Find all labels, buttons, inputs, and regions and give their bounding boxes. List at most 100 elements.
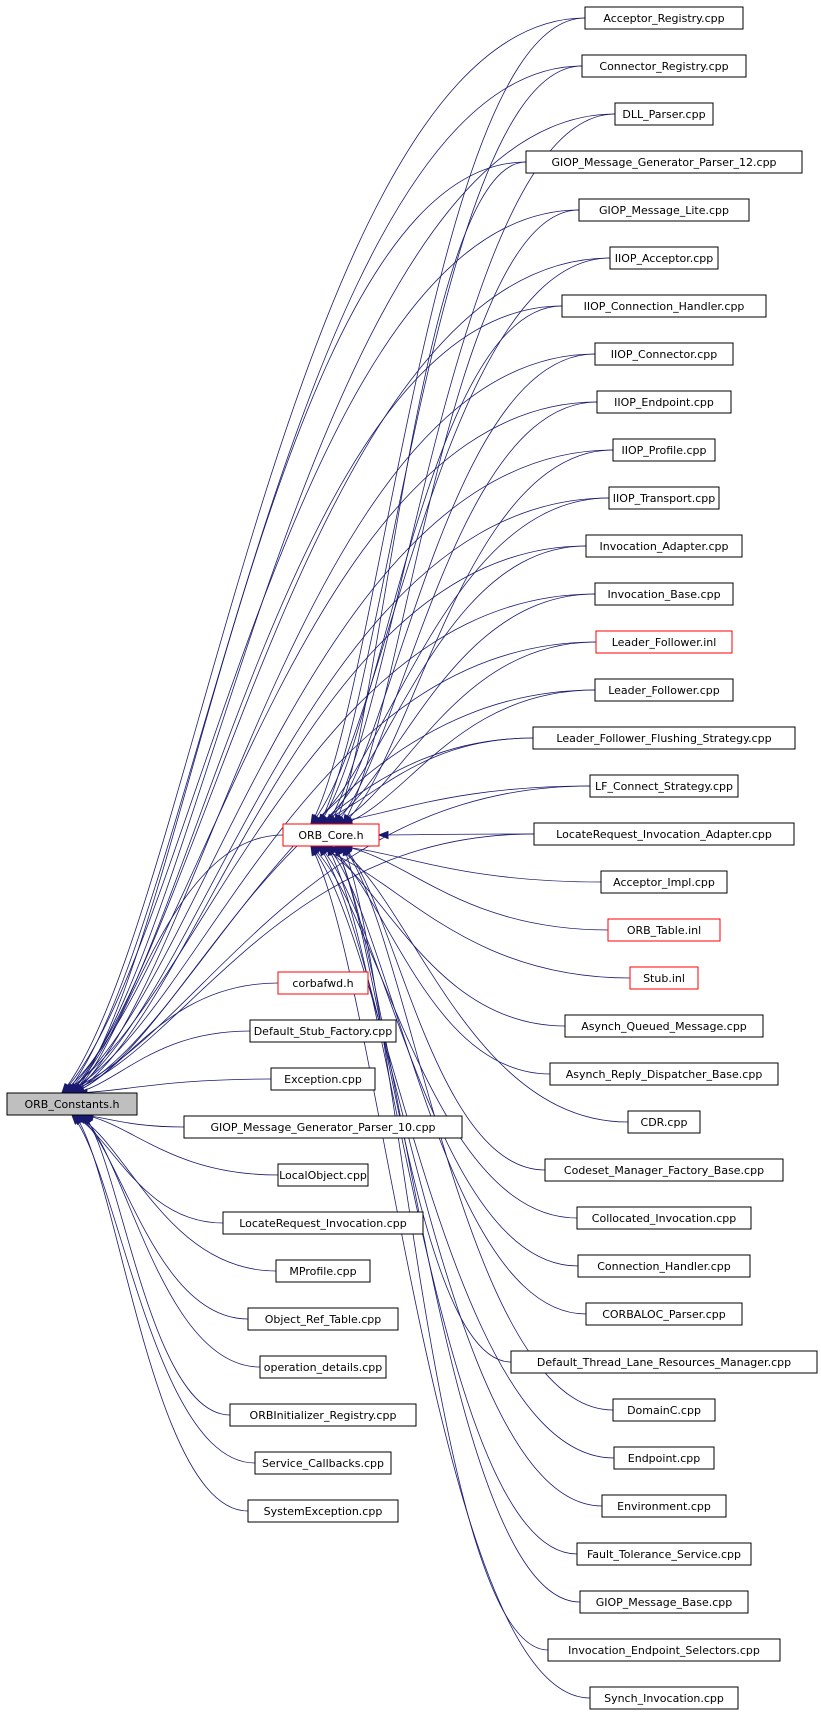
node-iiop-transport-cpp[interactable]: IIOP_Transport.cpp xyxy=(608,486,720,510)
node-label: IIOP_Endpoint.cpp xyxy=(614,396,714,409)
node-label: LF_Connect_Strategy.cpp xyxy=(595,780,733,793)
edge-root-giop-message-generator-parser-10-cpp xyxy=(80,1114,185,1128)
node-stub-inl[interactable]: Stub.inl xyxy=(629,966,699,990)
node-orb-constants-h[interactable]: ORB_Constants.h xyxy=(6,1092,138,1116)
node-collocated-invocation-cpp[interactable]: Collocated_Invocation.cpp xyxy=(576,1206,752,1230)
edge-core-invocation-adapter-cpp xyxy=(318,545,587,825)
node-corbaloc-parser-cpp[interactable]: CORBALOC_Parser.cpp xyxy=(585,1302,743,1326)
node-synch-invocation-cpp[interactable]: Synch_Invocation.cpp xyxy=(589,1686,739,1710)
node-endpoint-cpp[interactable]: Endpoint.cpp xyxy=(613,1446,715,1470)
edge-root-orbinitializer-registry-cpp-arrowhead xyxy=(83,1113,94,1126)
node-label: Invocation_Base.cpp xyxy=(607,588,720,601)
edge-core-locaterequest-invocation-adapter-cpp xyxy=(378,833,535,836)
node-object-ref-table-cpp[interactable]: Object_Ref_Table.cpp xyxy=(247,1307,399,1331)
node-locaterequest-invocation-cpp[interactable]: LocateRequest_Invocation.cpp xyxy=(222,1211,424,1235)
node-asynch-reply-dispatcher-base-cpp[interactable]: Asynch_Reply_Dispatcher_Base.cpp xyxy=(549,1062,779,1086)
node-default-thread-lane-resources-manager-cpp[interactable]: Default_Thread_Lane_Resources_Manager.cp… xyxy=(510,1350,818,1374)
node-label: IIOP_Connection_Handler.cpp xyxy=(584,300,745,313)
node-mprofile-cpp[interactable]: MProfile.cpp xyxy=(275,1259,371,1283)
node-cdr-cpp[interactable]: CDR.cpp xyxy=(627,1110,701,1134)
node-iiop-profile-cpp[interactable]: IIOP_Profile.cpp xyxy=(612,438,716,462)
node-invocation-adapter-cpp[interactable]: Invocation_Adapter.cpp xyxy=(585,534,743,558)
node-service-callbacks-cpp[interactable]: Service_Callbacks.cpp xyxy=(254,1451,392,1475)
node-leader-follower-inl[interactable]: Leader_Follower.inl xyxy=(595,630,733,654)
node-box xyxy=(613,1446,715,1470)
node-label: MProfile.cpp xyxy=(289,1265,356,1278)
node-systemexception-cpp[interactable]: SystemException.cpp xyxy=(247,1499,399,1523)
edge-root-iiop-connection-handler-cpp xyxy=(69,305,563,1094)
node-box xyxy=(594,678,734,702)
node-connection-handler-cpp[interactable]: Connection_Handler.cpp xyxy=(577,1254,751,1278)
edge-core-synch-invocation-cpp-arrowhead xyxy=(310,844,320,857)
node-asynch-queued-message-cpp[interactable]: Asynch_Queued_Message.cpp xyxy=(564,1014,764,1038)
node-environment-cpp[interactable]: Environment.cpp xyxy=(601,1494,727,1518)
edge-core-iiop-endpoint-cpp xyxy=(334,401,598,825)
node-giop-message-base-cpp[interactable]: GIOP_Message_Base.cpp xyxy=(579,1590,749,1614)
node-box xyxy=(579,1590,749,1614)
node-iiop-endpoint-cpp[interactable]: IIOP_Endpoint.cpp xyxy=(596,390,732,414)
node-invocation-endpoint-selectors-cpp[interactable]: Invocation_Endpoint_Selectors.cpp xyxy=(547,1638,781,1662)
edge-core-iiop-profile-cpp xyxy=(342,449,614,825)
node-box xyxy=(547,1638,781,1662)
node-iiop-connector-cpp[interactable]: IIOP_Connector.cpp xyxy=(594,342,734,366)
node-label: DLL_Parser.cpp xyxy=(622,108,705,121)
edge-root-mprofile-cpp xyxy=(74,1114,277,1272)
graph-edges xyxy=(60,17,631,1699)
node-iiop-acceptor-cpp[interactable]: IIOP_Acceptor.cpp xyxy=(609,246,719,270)
node-connector-registry-cpp[interactable]: Connector_Registry.cpp xyxy=(581,54,747,78)
node-box xyxy=(561,294,767,318)
edge-root-giop-message-generator-parser-12-cpp xyxy=(73,161,527,1094)
node-default-stub-factory-cpp[interactable]: Default_Stub_Factory.cpp xyxy=(249,1019,397,1043)
edge-root-iiop-transport-cpp xyxy=(69,497,610,1094)
node-label: Leader_Follower.inl xyxy=(612,636,717,649)
node-box xyxy=(585,534,743,558)
node-orb-table-inl[interactable]: ORB_Table.inl xyxy=(607,918,721,942)
node-lf-connect-strategy-cpp[interactable]: LF_Connect_Strategy.cpp xyxy=(589,774,739,798)
edge-core-iiop-connector-cpp xyxy=(326,353,596,825)
edge-core-default-thread-lane-resources-manager-cpp xyxy=(334,845,512,1363)
node-leader-follower-flushing-strategy-cpp[interactable]: Leader_Follower_Flushing_Strategy.cpp xyxy=(532,726,796,750)
node-leader-follower-cpp[interactable]: Leader_Follower.cpp xyxy=(594,678,734,702)
edge-root-orbinitializer-registry-cpp xyxy=(83,1114,231,1416)
edge-core-acceptor-registry-cpp xyxy=(310,17,586,825)
node-box xyxy=(589,1686,739,1710)
node-giop-message-lite-cpp[interactable]: GIOP_Message_Lite.cpp xyxy=(578,198,750,222)
node-iiop-connection-handler-cpp[interactable]: IIOP_Connection_Handler.cpp xyxy=(561,294,767,318)
node-invocation-base-cpp[interactable]: Invocation_Base.cpp xyxy=(594,582,734,606)
node-orb-core-h[interactable]: ORB_Core.h xyxy=(282,823,380,847)
node-exception-cpp[interactable]: Exception.cpp xyxy=(270,1067,376,1091)
edge-root-leader-follower-flushing-strategy-cpp xyxy=(73,737,534,1094)
node-codeset-manager-factory-base-cpp[interactable]: Codeset_Manager_Factory_Base.cpp xyxy=(544,1158,784,1182)
edge-core-environment-cpp xyxy=(318,845,603,1507)
edge-core-leader-follower-inl xyxy=(334,641,597,825)
node-box xyxy=(183,1115,463,1139)
node-acceptor-impl-cpp[interactable]: Acceptor_Impl.cpp xyxy=(600,870,728,894)
node-label: Default_Thread_Lane_Resources_Manager.cp… xyxy=(537,1356,791,1369)
node-acceptor-registry-cpp[interactable]: Acceptor_Registry.cpp xyxy=(584,6,744,30)
edge-root-operation-details-cpp xyxy=(80,1114,261,1368)
node-orbinitializer-registry-cpp[interactable]: ORBInitializer_Registry.cpp xyxy=(229,1403,417,1427)
node-dll-parser-cpp[interactable]: DLL_Parser.cpp xyxy=(614,102,714,126)
edge-core-corbaloc-parser-cpp xyxy=(326,845,587,1315)
node-box xyxy=(277,1163,369,1187)
edge-core-giop-message-base-cpp xyxy=(334,845,581,1603)
node-label: ORBInitializer_Registry.cpp xyxy=(250,1409,397,1422)
node-giop-message-generator-parser-12-cpp[interactable]: GIOP_Message_Generator_Parser_12.cpp xyxy=(525,150,803,174)
node-label: Acceptor_Impl.cpp xyxy=(613,876,715,889)
node-box xyxy=(282,823,380,847)
node-localobject-cpp[interactable]: LocalObject.cpp xyxy=(277,1163,369,1187)
node-label: Invocation_Adapter.cpp xyxy=(600,540,729,553)
node-corbafwd-h[interactable]: corbafwd.h xyxy=(277,971,369,995)
node-locaterequest-invocation-adapter-cpp[interactable]: LocateRequest_Invocation_Adapter.cpp xyxy=(533,822,795,846)
node-giop-message-generator-parser-10-cpp[interactable]: GIOP_Message_Generator_Parser_10.cpp xyxy=(183,1115,463,1139)
node-fault-tolerance-service-cpp[interactable]: Fault_Tolerance_Service.cpp xyxy=(576,1542,752,1566)
node-label: operation_details.cpp xyxy=(264,1361,382,1374)
edge-root-leader-follower-inl xyxy=(65,641,597,1094)
edge-core-acceptor-impl-cpp xyxy=(334,845,602,883)
edge-core-invocation-endpoint-selectors-cpp xyxy=(342,845,549,1651)
node-operation-details-cpp[interactable]: operation_details.cpp xyxy=(259,1355,387,1379)
node-box xyxy=(608,486,720,510)
node-domainc-cpp[interactable]: DomainC.cpp xyxy=(612,1398,716,1422)
node-label: Fault_Tolerance_Service.cpp xyxy=(587,1548,741,1561)
node-label: ORB_Constants.h xyxy=(25,1098,120,1111)
